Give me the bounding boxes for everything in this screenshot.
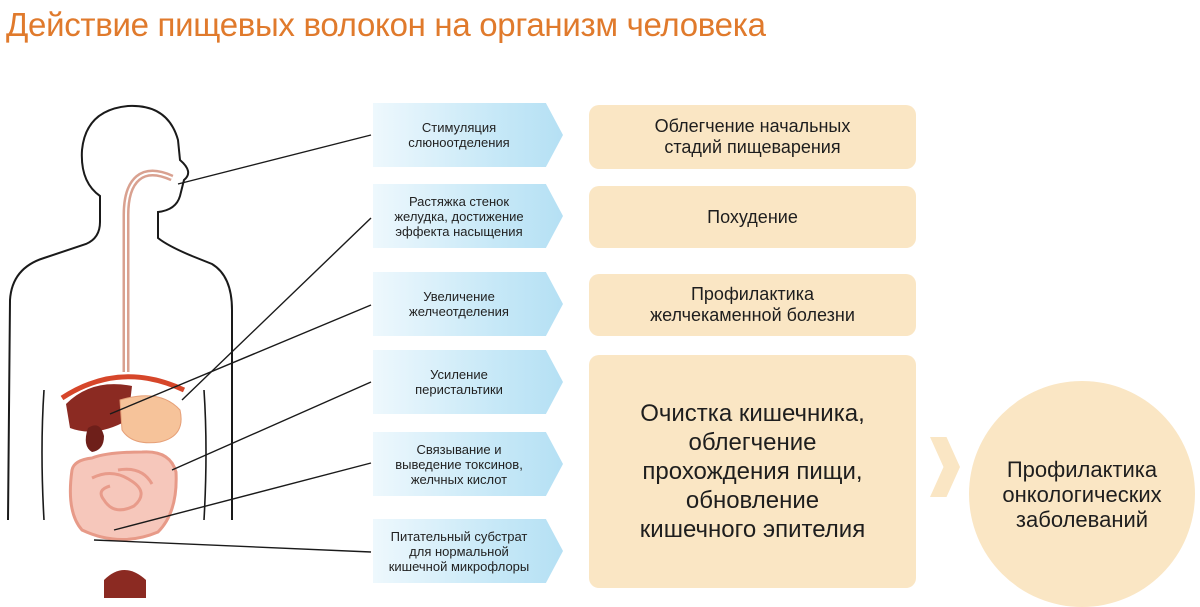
arm-line-right <box>203 389 207 521</box>
effect-box-gallstones: Профилактика желчекаменной болезни <box>589 274 916 336</box>
action-box-peristalsis: Усиление перистальтики <box>373 350 563 414</box>
pointer-line-5 <box>113 462 372 531</box>
large-intestine <box>68 450 178 542</box>
pointer-line-1 <box>177 134 372 185</box>
pointer-line-6 <box>93 539 372 553</box>
pelvis <box>104 570 146 598</box>
action-box-bile: Увеличение желчеотделения <box>373 272 563 336</box>
action-label: Связывание и выведение токсинов, желчных… <box>395 441 523 487</box>
diagram-title: Действие пищевых волокон на организм чел… <box>6 6 766 43</box>
esophagus <box>122 169 174 372</box>
pointer-line-4 <box>171 381 372 471</box>
effect-label: Очистка кишечника, облегчение прохождени… <box>639 400 866 543</box>
effect-box-digestion: Облегчение начальных стадий пищеварения <box>589 105 916 169</box>
arm-line-left <box>41 389 45 521</box>
body-outline <box>7 104 233 521</box>
kidney <box>85 425 104 452</box>
effect-label: Похудение <box>707 206 798 227</box>
diaphragm <box>60 374 186 401</box>
effect-box-intestine-cleansing: Очистка кишечника, облегчение прохождени… <box>589 355 916 588</box>
small-intestine <box>91 467 154 512</box>
pointer-line-3 <box>109 304 372 415</box>
action-box-saliva: Стимуляция слюноотделения <box>373 103 563 167</box>
action-label: Растяжка стенок желудка, достижение эффе… <box>394 193 524 239</box>
action-box-stomach-stretch: Растяжка стенок желудка, достижение эффе… <box>373 184 563 248</box>
liver <box>66 384 132 432</box>
action-label: Увеличение желчеотделения <box>409 289 509 319</box>
action-box-microflora: Питательный субстрат для нормальной кише… <box>373 519 563 583</box>
outcome-circle: Профилактика онкологических заболеваний <box>969 381 1195 607</box>
action-label: Усиление перистальтики <box>415 367 503 397</box>
pointer-line-2 <box>181 217 372 401</box>
effect-label: Облегчение начальных стадий пищеварения <box>654 116 851 157</box>
action-label: Питательный субстрат для нормальной кише… <box>388 528 530 574</box>
action-label: Стимуляция слюноотделения <box>408 120 510 150</box>
effect-label: Профилактика желчекаменной болезни <box>650 284 855 325</box>
outcome-label: Профилактика онкологических заболеваний <box>1002 456 1162 532</box>
stomach <box>119 395 182 444</box>
action-box-toxins: Связывание и выведение токсинов, желчных… <box>373 432 563 496</box>
effect-box-weight-loss: Похудение <box>589 186 916 248</box>
